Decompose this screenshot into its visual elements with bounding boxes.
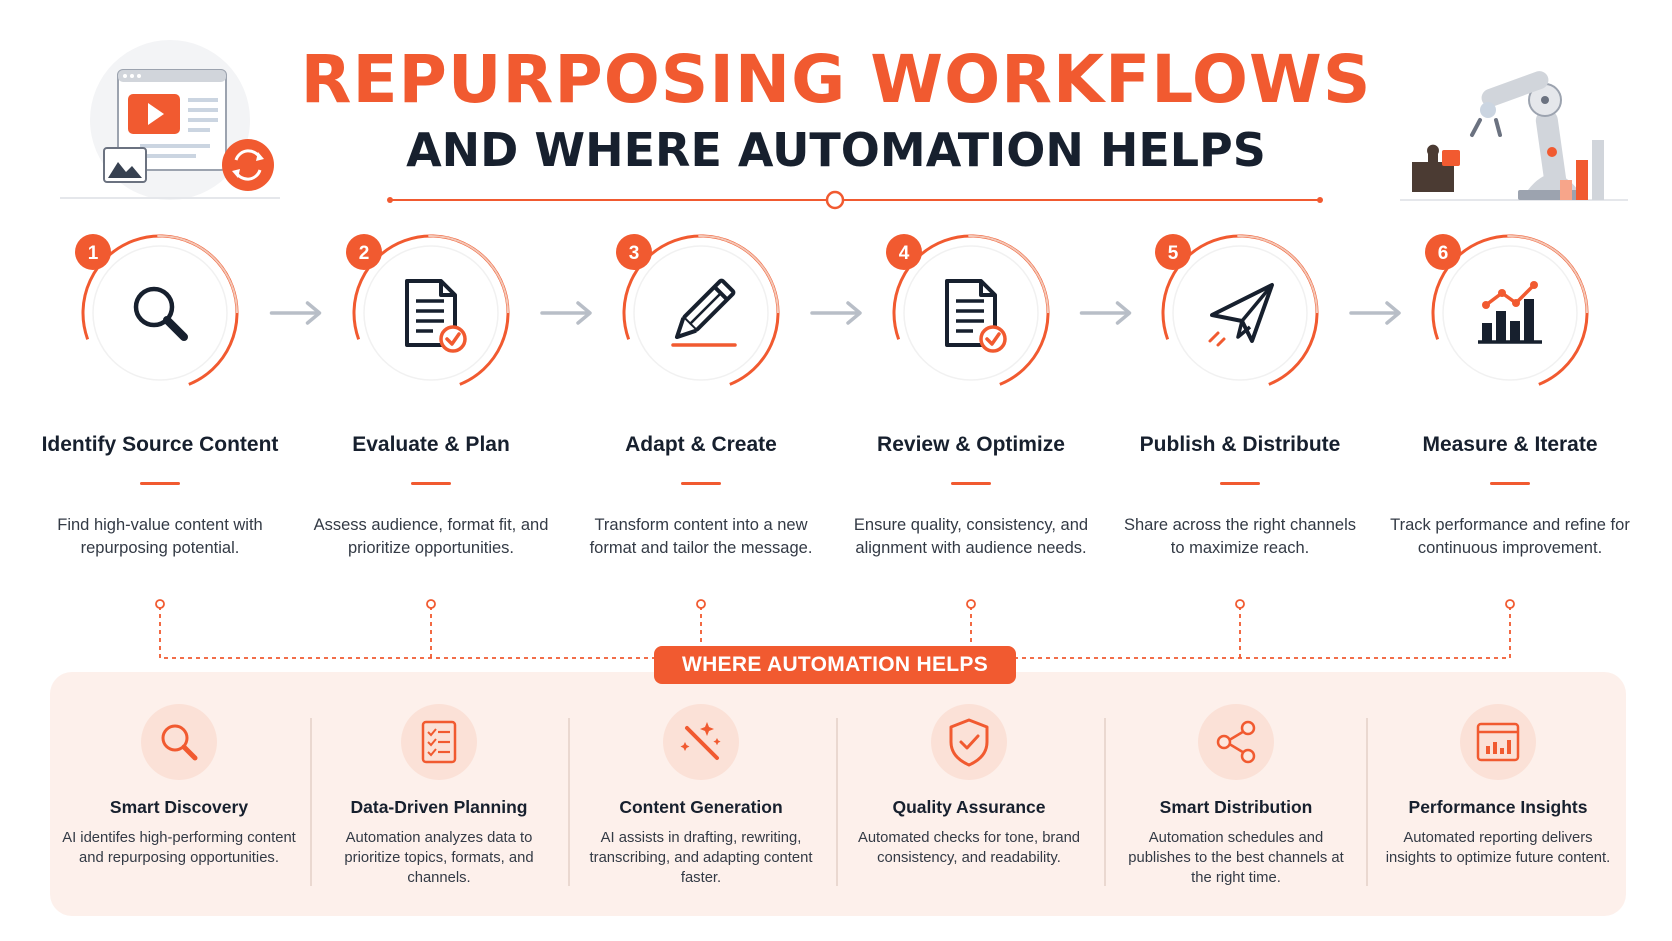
- panel-divider: [568, 718, 570, 886]
- automation-icon-badge: [1198, 704, 1274, 780]
- automation-icon-badge: [931, 704, 1007, 780]
- automation-item-title: Smart Discovery: [109, 797, 249, 817]
- search-icon: [161, 724, 198, 761]
- step-title: Adapt & Create: [625, 433, 777, 456]
- analytics-icon: [1476, 722, 1520, 762]
- automation-item-description: Automated checks for tone, brand consist…: [857, 830, 1081, 866]
- video-browser-illustration: [60, 40, 280, 200]
- step-node: 4: [886, 234, 1050, 392]
- step-title: Review & Optimize: [877, 433, 1065, 456]
- page-title: REPURPOSING WORKFLOWS: [300, 41, 1372, 118]
- step-description: Share across the right channels to maxim…: [1123, 516, 1357, 557]
- paper-plane-icon: [1208, 283, 1274, 347]
- step-description: Track performance and refine for continu…: [1390, 516, 1630, 557]
- step-title: Identify Source Content: [41, 433, 279, 456]
- automation-icon-badge: [663, 704, 739, 780]
- step-number: 5: [1168, 243, 1179, 264]
- step-number-badge: [75, 234, 111, 270]
- step-divider: [681, 482, 721, 485]
- automation-icon-badge: [1460, 704, 1536, 780]
- panel-divider: [310, 718, 312, 886]
- step-node: 6: [1425, 234, 1589, 392]
- robot-arm-illustration: [1400, 71, 1628, 201]
- step-number: 6: [1438, 243, 1449, 264]
- automation-item-description: AI identifes high-performing content and…: [62, 830, 296, 866]
- magnifier-icon: [133, 286, 188, 341]
- automation-item-description: Automation schedules and publishes to th…: [1128, 830, 1344, 886]
- panel-divider: [1104, 718, 1106, 886]
- step-number-badge: [616, 234, 652, 270]
- document-check-icon: [405, 279, 467, 353]
- step-number: 4: [899, 243, 910, 264]
- step-number-badge: [886, 234, 922, 270]
- step-divider: [1490, 482, 1530, 485]
- automation-item-title: Content Generation: [619, 797, 783, 817]
- panel-divider: [1366, 718, 1368, 886]
- automation-item-description: Automated reporting delivers insights to…: [1385, 830, 1611, 866]
- automation-item-title: Data-Driven Planning: [350, 797, 528, 817]
- step-number-badge: [1425, 234, 1461, 270]
- automation-icon-badge: [141, 704, 217, 780]
- title-divider: [387, 190, 1323, 210]
- step-description: Assess audience, format fit, and priorit…: [313, 516, 549, 557]
- step-node: 5: [1155, 234, 1319, 392]
- page-subtitle: AND WHERE AUTOMATION HELPS: [406, 123, 1266, 177]
- growth-chart-icon: [1478, 281, 1542, 344]
- step-arrow: [540, 301, 592, 325]
- step-arrow: [1349, 301, 1401, 325]
- step-title: Publish & Distribute: [1139, 433, 1341, 456]
- automation-item-description: AI assists in drafting, rewriting, trans…: [589, 830, 813, 886]
- automation-item-title: Performance Insights: [1408, 797, 1588, 817]
- step-number-badge: [1155, 234, 1191, 270]
- step-arrow: [269, 301, 322, 325]
- automation-icons-graphic: [141, 704, 1536, 780]
- step-divider: [951, 482, 991, 485]
- automation-item-title: Smart Distribution: [1159, 797, 1313, 817]
- pencil-icon: [671, 278, 737, 347]
- automation-item-title: Quality Assurance: [892, 797, 1046, 817]
- automation-panel: [50, 672, 1626, 916]
- step-number: 1: [88, 243, 99, 264]
- step-number: 2: [359, 243, 370, 264]
- step-title: Evaluate & Plan: [352, 433, 510, 456]
- step-divider: [140, 482, 180, 485]
- magic-wand-icon: [680, 722, 721, 760]
- step-description: Find high-value content with repurposing…: [57, 516, 263, 557]
- automation-item-description: Automation analyzes data to prioritize t…: [344, 830, 534, 886]
- step-number-badge: [346, 234, 382, 270]
- step-title: Measure & Iterate: [1422, 433, 1598, 456]
- step-number: 3: [629, 243, 640, 264]
- step-description: Transform content into a new format and …: [589, 516, 813, 557]
- step-description: Ensure quality, consistency, and alignme…: [853, 516, 1089, 557]
- panel-divider: [836, 718, 838, 886]
- share-icon: [1216, 720, 1256, 764]
- step-node: 2: [346, 234, 510, 392]
- step-node: 3: [616, 234, 780, 392]
- automation-banner: WHERE AUTOMATION HELPS: [654, 646, 1016, 684]
- shield-check-icon: [949, 718, 989, 767]
- step-node: 1: [75, 234, 239, 392]
- document-check-icon: [945, 279, 1007, 353]
- step-arrow: [1079, 301, 1132, 325]
- step-divider: [411, 482, 451, 485]
- checklist-icon: [421, 720, 457, 764]
- step-divider: [1220, 482, 1260, 485]
- workflow-steps-graphic: 1 2 3 4 5 6: [75, 234, 1589, 392]
- step-arrow: [810, 301, 862, 325]
- automation-icon-badge: [401, 704, 477, 780]
